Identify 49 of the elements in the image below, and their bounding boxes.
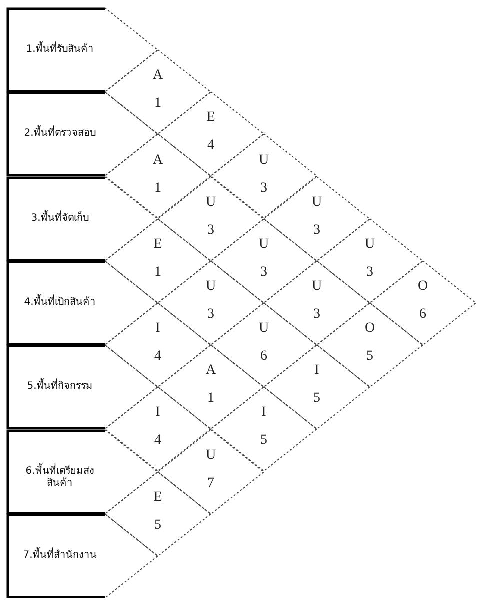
closeness-code: E [206, 110, 216, 126]
reason-code: 5 [154, 518, 162, 533]
reason-code: 3 [366, 264, 374, 280]
closeness-code: E [152, 236, 164, 252]
reason-code: 3 [312, 222, 322, 238]
reason-code: 3 [206, 307, 216, 322]
department-label: 7.พื้นที่สำนักงาน [22, 550, 98, 562]
closeness-code: U [310, 279, 324, 294]
reason-code: 3 [260, 264, 268, 280]
reason-code: 4 [154, 349, 162, 364]
closeness-code: U [364, 236, 376, 252]
reason-code: 4 [154, 433, 162, 448]
department-label: 5.พื้นที่กิจกรรม [15, 381, 105, 394]
closeness-code: U [204, 194, 218, 210]
closeness-code: A [204, 363, 218, 378]
reason-code: 5 [312, 391, 322, 406]
closeness-code: O [364, 321, 376, 336]
closeness-code: I [154, 321, 162, 336]
reason-code: 1 [154, 180, 162, 196]
closeness-code: U [204, 448, 218, 463]
closeness-code: I [260, 405, 268, 420]
reason-code: 1 [154, 96, 162, 112]
reason-code: 1 [154, 264, 162, 280]
department-label: 4.พื้นที่เบิกสินค้า [15, 297, 105, 310]
closeness-code: I [154, 405, 162, 420]
closeness-code: U [204, 279, 218, 294]
closeness-code: O [416, 279, 430, 294]
department-label: 1.พื้นที่รับสินค้า [15, 44, 105, 56]
closeness-code: A [152, 68, 164, 84]
department-label: 2.พื้นที่ตรวจสอบ [15, 128, 105, 140]
reason-code: 3 [260, 180, 268, 196]
department-label: 3.พื้นที่จัดเก็บ [30, 212, 90, 225]
closeness-code: I [314, 363, 320, 378]
reason-code: 1 [206, 391, 216, 406]
closeness-code: A [152, 152, 164, 168]
closeness-code: U [258, 321, 270, 336]
reason-code: 5 [260, 433, 268, 448]
reason-code: 7 [206, 476, 216, 491]
reason-code: 5 [366, 349, 374, 364]
closeness-code: U [310, 194, 324, 210]
closeness-code: E [152, 490, 164, 505]
reason-code: 6 [260, 349, 268, 364]
closeness-code: U [258, 236, 270, 252]
reason-code: 6 [418, 307, 428, 322]
reason-code: 4 [206, 138, 216, 154]
department-label: 6.พื้นที่เตรียมส่งสินค้า [24, 466, 96, 490]
reason-code: 3 [312, 307, 322, 322]
reason-code: 3 [206, 222, 216, 238]
closeness-code: U [258, 152, 270, 168]
